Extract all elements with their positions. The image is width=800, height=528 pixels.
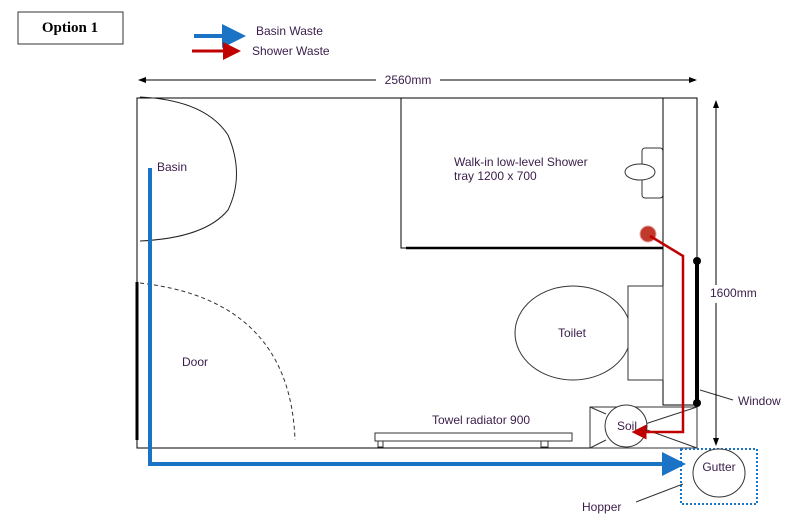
basin-waste-route [148, 168, 686, 476]
width-label: 2560mm [385, 73, 432, 87]
gutter [692, 448, 746, 498]
basin-outline [139, 96, 237, 242]
shower-size-label: tray 1200 x 700 [454, 169, 537, 183]
legend: Basin Waste Shower Waste [192, 24, 330, 60]
title-box: Option 1 [17, 11, 124, 45]
gutter-label: Gutter [702, 460, 735, 474]
wall-recess [662, 97, 698, 406]
toilet-cistern [627, 285, 664, 381]
towel-radiator [374, 432, 573, 442]
basin-label: Basin [157, 160, 187, 174]
legend-basin-waste: Basin Waste [256, 24, 323, 38]
door-label: Door [182, 355, 208, 369]
hopper-label: Hopper [582, 500, 621, 514]
height-label: 1600mm [710, 286, 757, 300]
window-label: Window [738, 394, 781, 408]
title: Option 1 [42, 20, 98, 36]
width-dimension: 2560mm [138, 73, 697, 87]
toilet-label: Toilet [558, 326, 587, 340]
shower-label: Walk-in low-level Shower [454, 155, 588, 169]
shower-waste-route [631, 234, 685, 440]
legend-shower-waste: Shower Waste [252, 44, 330, 58]
towel-radiator-label: Towel radiator 900 [432, 413, 530, 427]
door-swing-arc [139, 282, 296, 441]
room: Basin Walk-in low-level Shower tray 1200… [135, 96, 781, 514]
